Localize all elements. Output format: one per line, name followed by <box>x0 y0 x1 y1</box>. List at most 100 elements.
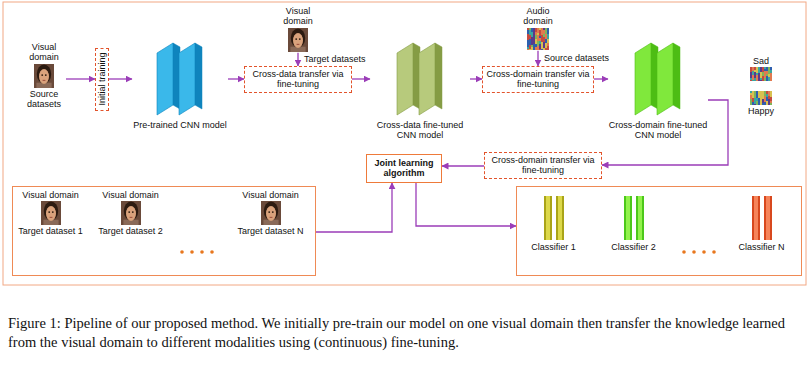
spectrogram-cell <box>750 95 752 99</box>
spectrogram-cell <box>752 91 754 98</box>
icon-holder <box>132 39 228 119</box>
spectrogram-image <box>750 67 772 81</box>
spectrogram-cell <box>752 67 754 71</box>
spectrogram-cell <box>766 94 768 97</box>
spectrogram-cell <box>752 100 754 102</box>
spectrogram-ground <box>527 28 549 50</box>
spectrogram-cell <box>533 32 535 38</box>
spectrogram-cell <box>764 78 766 81</box>
spectrogram-cell <box>756 91 758 98</box>
spectrogram-cell <box>764 96 766 102</box>
layer-front <box>179 43 195 115</box>
photo-eye <box>268 211 270 213</box>
node-label: Sad <box>744 56 778 66</box>
classifier-bar-highlight <box>626 196 630 240</box>
node-label: Source datasets <box>22 89 66 110</box>
face-photo <box>121 201 141 225</box>
target-dataset: Visual domainTarget dataset 1 <box>16 190 86 237</box>
target-dataset: Visual domainTarget dataset N <box>236 190 306 237</box>
spectrogram-cell <box>768 91 770 96</box>
layer-front <box>635 43 651 115</box>
classifier-bar <box>556 196 564 240</box>
layer-side <box>435 43 442 109</box>
figure-caption: Figure 1: Pipeline of our proposed metho… <box>8 314 803 352</box>
spectrogram-cell <box>750 91 752 93</box>
photo-mouth <box>269 217 272 218</box>
outer-frame <box>3 2 806 285</box>
spectrogram-cell <box>770 91 772 97</box>
spectrogram-cell <box>768 77 770 81</box>
icon-holder <box>22 64 66 88</box>
icon-holder <box>744 91 778 105</box>
spectrogram-cell <box>539 30 541 36</box>
spectrogram-cell <box>531 47 533 50</box>
node-label: Classifier 1 <box>524 242 584 252</box>
classifier-bars <box>747 195 777 241</box>
icon-holder <box>516 28 560 50</box>
spectrogram-cell <box>760 102 762 105</box>
spectrogram-cell <box>760 67 762 72</box>
transfer-step: Cross-domain transfer via fine-tuning <box>484 152 602 179</box>
photo-eye <box>41 74 43 76</box>
spectrogram-cell <box>752 75 754 80</box>
spectrogram-cell <box>756 67 758 73</box>
spectrogram-cell <box>537 35 539 41</box>
spectrogram-cell <box>537 46 539 48</box>
node-label: Target dataset N <box>236 226 306 236</box>
spectrogram-cell <box>764 67 766 69</box>
source-input: Visual domainSource datasets <box>22 42 66 109</box>
spectrogram-cell <box>545 34 547 39</box>
photo-ground <box>121 201 141 225</box>
classifier-group: Classifier 1Classifier 2Classifier N <box>516 186 802 276</box>
face-photo <box>261 201 281 225</box>
spectrogram-cell <box>754 70 756 72</box>
spectrogram-cell <box>762 67 764 72</box>
spectrogram-cell <box>766 74 768 76</box>
spectrogram-cell <box>758 80 760 81</box>
spectrogram-cell <box>539 28 541 30</box>
spectrogram-cell <box>535 47 537 50</box>
classifier-bar-highlight <box>638 196 642 240</box>
photo-ground <box>41 201 61 225</box>
ellipsis-dot <box>682 250 686 254</box>
spectrogram-cell <box>750 72 752 78</box>
spectrogram-cell <box>529 28 531 30</box>
spectrogram-cell <box>752 71 754 75</box>
spectrogram-cell <box>766 97 768 101</box>
photo-face <box>266 206 276 221</box>
photo-face <box>293 33 303 48</box>
audio-input: Audio domain <box>516 6 560 51</box>
icon-holder <box>604 195 664 241</box>
node-label: Visual domain <box>16 190 86 200</box>
classifier-bars <box>539 195 569 241</box>
spectrogram-cell <box>541 42 543 46</box>
node-label: Joint learning algorithm <box>370 158 438 179</box>
node-label: Visual domain <box>236 190 306 200</box>
spectrogram-cell <box>768 99 770 105</box>
spectrogram-cell <box>770 67 772 70</box>
spectrogram-cell <box>547 46 549 50</box>
face-photo <box>41 201 61 225</box>
spectrogram-cell <box>756 75 758 81</box>
flow-arrow <box>297 53 298 66</box>
spectrogram-cell <box>762 76 764 81</box>
spectrogram-cell <box>758 91 760 94</box>
classifier-bar-highlight <box>558 196 562 240</box>
spectrogram-cell <box>547 34 549 39</box>
photo-mouth <box>49 217 52 218</box>
spectrogram-cell <box>531 34 533 37</box>
spectrogram-image <box>527 28 549 50</box>
edge-label: Target datasets <box>303 54 367 64</box>
spectrogram-cell <box>768 74 770 77</box>
flow-arrow <box>228 78 244 79</box>
flow-arrow <box>537 51 538 66</box>
spectrogram-ground <box>750 67 772 81</box>
spectrogram-cell <box>758 101 760 105</box>
node-label: Classifier 2 <box>604 242 664 252</box>
photo-hair <box>291 28 305 47</box>
photo-eye <box>295 38 297 40</box>
icon-holder <box>608 39 708 119</box>
classifier-bar <box>764 196 772 240</box>
spectrogram-cell <box>756 73 758 75</box>
